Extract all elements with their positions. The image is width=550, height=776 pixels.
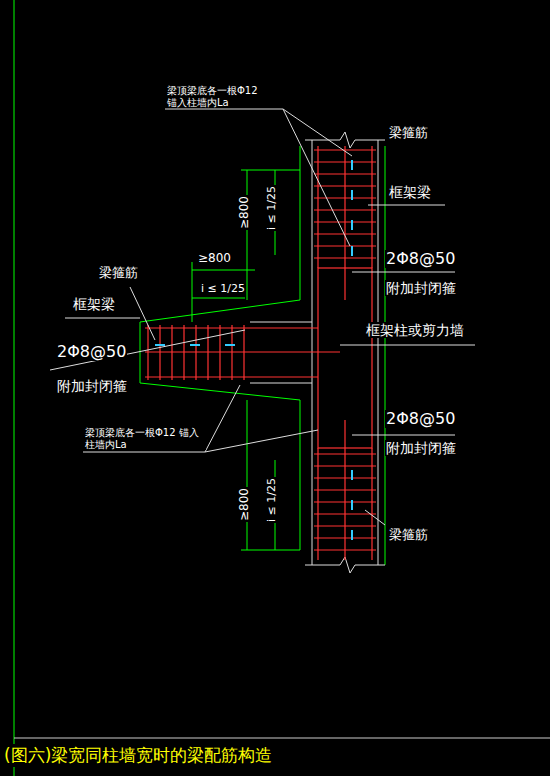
annotation-label: i ≤ 1/25 [200,283,246,296]
annotation-label: 附加封闭箍 [56,378,128,394]
annotation-label: 梁顶梁底各一根Φ12 锚入柱墙内La [84,427,206,450]
annotation-label: i ≤ 1/25 [266,477,279,523]
annotation-label: 附加封闭箍 [385,440,457,456]
annotation-label: 2Φ8@50 [56,343,127,361]
annotation-label: ≥800 [238,196,252,231]
leader-lines [50,109,475,525]
dimension-lines [192,170,300,550]
annotation-label: 附加封闭箍 [385,280,457,296]
annotation-label: 框架柱或剪力墙 [365,322,465,338]
annotation-label: 梁箍筋 [388,528,429,543]
annotation-label: 梁箍筋 [388,126,429,141]
annotation-label: 梁箍筋 [98,266,139,281]
annotation-label: 梁顶梁底各一根Φ12 锚入柱墙内La [166,85,266,108]
annotation-label: 框架梁 [388,184,432,200]
annotation-label: i ≤ 1/25 [266,185,279,231]
annotation-label: ≥800 [238,488,252,523]
annotation-label: 2Φ8@50 [385,250,456,268]
annotation-label: 2Φ8@50 [385,410,456,428]
beam-haunch-outline [140,146,385,565]
caption: (图六)梁宽同柱墙宽时的梁配筋构造 [4,744,272,767]
rebar [145,146,376,560]
anchor-bars [155,160,352,540]
annotation-label: ≥800 [197,252,232,266]
frame [14,0,550,776]
annotation-label: 框架梁 [72,296,116,312]
